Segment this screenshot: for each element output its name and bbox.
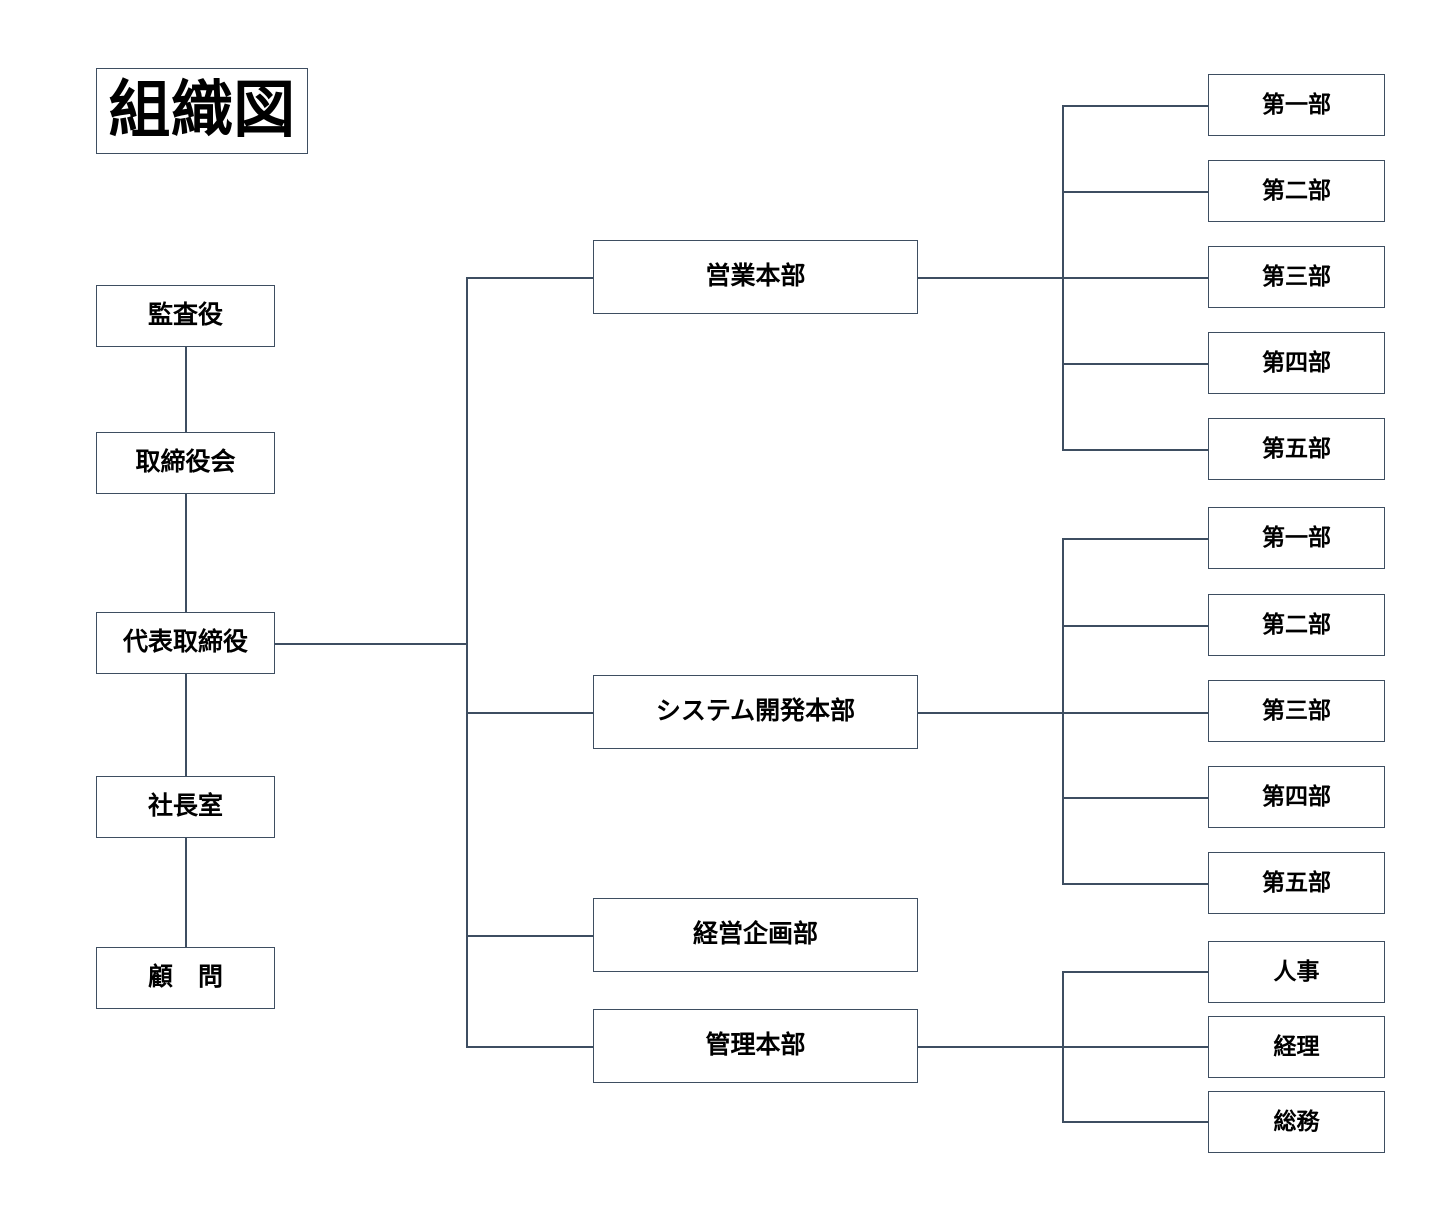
connector-admin-hq-stem: [918, 1046, 1063, 1048]
node-sales-headquarters[interactable]: 営業本部: [593, 240, 918, 314]
node-administration-headquarters-label: 管理本部: [705, 1031, 806, 1060]
node-auditor[interactable]: 監査役: [96, 285, 275, 347]
node-corporate-planning-department-label: 経営企画部: [692, 920, 818, 949]
connector-ceo-to-president-office: [185, 674, 187, 776]
connector-admin-dept-hr: [1062, 971, 1209, 973]
connector-sysdev-dept-trunk: [1062, 538, 1064, 883]
node-sales-dept-4[interactable]: 第四部: [1208, 332, 1385, 394]
connector-sales-dept-2: [1062, 191, 1209, 193]
connector-sales-dept-4: [1062, 363, 1209, 365]
connector-trunk-to-admin-hq: [466, 1046, 594, 1048]
node-representative-director[interactable]: 代表取締役: [96, 612, 275, 674]
node-corporate-planning-department[interactable]: 経営企画部: [593, 898, 918, 972]
node-president-office[interactable]: 社長室: [96, 776, 275, 838]
node-admin-general-affairs-label: 総務: [1273, 1108, 1320, 1135]
node-sysdev-dept-1-label: 第一部: [1262, 524, 1331, 551]
connector-sales-hq-stem: [918, 277, 1063, 279]
node-sales-dept-5-label: 第五部: [1262, 435, 1331, 462]
node-sales-dept-5[interactable]: 第五部: [1208, 418, 1385, 480]
connector-division-trunk: [466, 277, 468, 1047]
node-sales-dept-1-label: 第一部: [1262, 91, 1331, 118]
connector-president-office-to-advisor: [185, 838, 187, 947]
node-sysdev-dept-5-label: 第五部: [1262, 869, 1331, 896]
connector-sysdev-dept-5: [1062, 883, 1209, 885]
node-sales-dept-3[interactable]: 第三部: [1208, 246, 1385, 308]
node-sysdev-dept-1[interactable]: 第一部: [1208, 507, 1385, 569]
node-sysdev-dept-4-label: 第四部: [1262, 783, 1331, 810]
node-sysdev-dept-5[interactable]: 第五部: [1208, 852, 1385, 914]
connector-sales-dept-3: [1062, 277, 1209, 279]
node-sysdev-dept-3[interactable]: 第三部: [1208, 680, 1385, 742]
connector-auditor-to-board: [185, 347, 187, 432]
node-sysdev-dept-4[interactable]: 第四部: [1208, 766, 1385, 828]
connector-sales-dept-5: [1062, 449, 1209, 451]
node-representative-director-label: 代表取締役: [122, 628, 248, 657]
node-auditor-label: 監査役: [147, 301, 223, 330]
node-sysdev-dept-2[interactable]: 第二部: [1208, 594, 1385, 656]
connector-sysdev-dept-1: [1062, 538, 1209, 540]
node-admin-accounting-label: 経理: [1273, 1033, 1320, 1060]
connector-sysdev-dept-3: [1062, 712, 1209, 714]
connector-admin-dept-general-affairs: [1062, 1121, 1209, 1123]
connector-trunk-to-sysdev-hq: [466, 712, 594, 714]
node-admin-hr-label: 人事: [1273, 958, 1320, 985]
node-sysdev-dept-3-label: 第三部: [1262, 697, 1331, 724]
node-sales-dept-3-label: 第三部: [1262, 263, 1331, 290]
node-president-office-label: 社長室: [147, 792, 223, 821]
chart-title-box: 組織図: [96, 68, 308, 154]
node-administration-headquarters[interactable]: 管理本部: [593, 1009, 918, 1083]
connector-trunk-to-planning-dept: [466, 935, 594, 937]
node-sales-dept-4-label: 第四部: [1262, 349, 1331, 376]
node-board-of-directors[interactable]: 取締役会: [96, 432, 275, 494]
connector-board-to-ceo: [185, 494, 187, 612]
node-advisor-label: 顧 問: [147, 963, 223, 992]
connector-sales-dept-1: [1062, 105, 1209, 107]
node-board-of-directors-label: 取締役会: [135, 448, 236, 477]
node-advisor[interactable]: 顧 問: [96, 947, 275, 1009]
page-title: 組織図: [108, 75, 296, 145]
connector-trunk-to-sales-hq: [466, 277, 594, 279]
node-sales-dept-2-label: 第二部: [1262, 177, 1331, 204]
connector-sysdev-hq-stem: [918, 712, 1063, 714]
node-sales-dept-1[interactable]: 第一部: [1208, 74, 1385, 136]
node-admin-hr[interactable]: 人事: [1208, 941, 1385, 1003]
node-sales-dept-2[interactable]: 第二部: [1208, 160, 1385, 222]
connector-sysdev-dept-4: [1062, 797, 1209, 799]
connector-admin-dept-accounting: [1062, 1046, 1209, 1048]
connector-sysdev-dept-2: [1062, 625, 1209, 627]
connector-ceo-stem: [275, 643, 467, 645]
node-system-development-headquarters-label: システム開発本部: [655, 697, 856, 726]
node-sysdev-dept-2-label: 第二部: [1262, 611, 1331, 638]
node-sales-headquarters-label: 営業本部: [705, 262, 806, 291]
node-admin-general-affairs[interactable]: 総務: [1208, 1091, 1385, 1153]
node-system-development-headquarters[interactable]: システム開発本部: [593, 675, 918, 749]
node-admin-accounting[interactable]: 経理: [1208, 1016, 1385, 1078]
